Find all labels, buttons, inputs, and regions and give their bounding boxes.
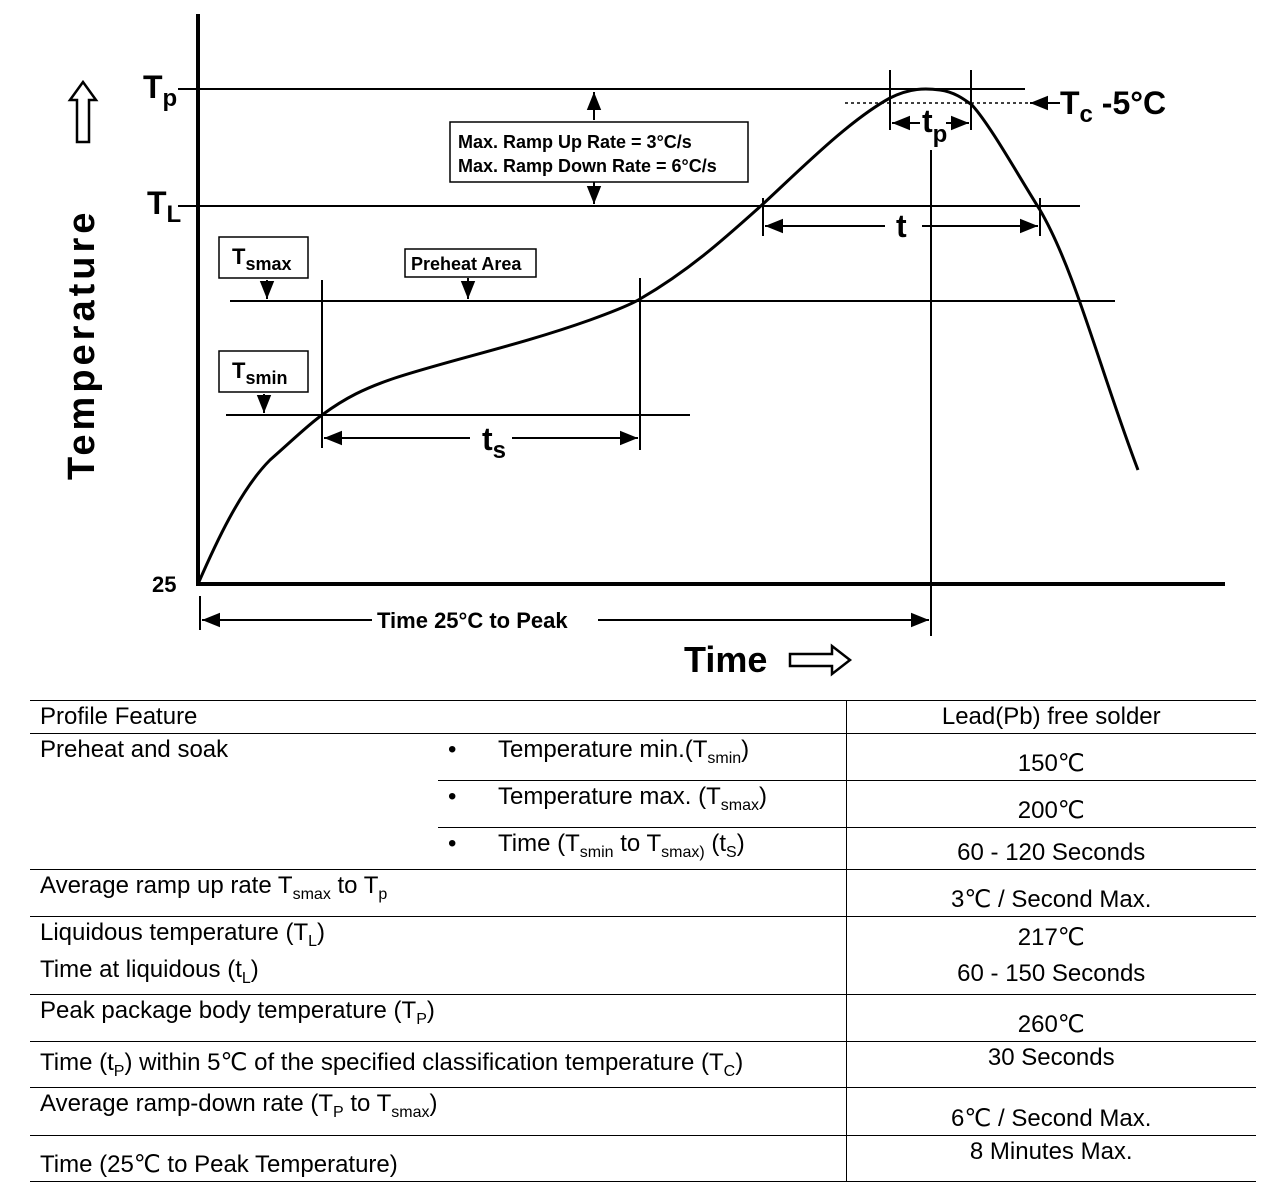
x-axis-arrow-icon [788, 643, 853, 677]
table-row: Time (25℃ to Peak Temperature) 8 Minutes… [30, 1135, 1256, 1183]
preheat-tmax: •Temperature max. (Tsmax) [438, 780, 846, 828]
preheat-area-label: Preheat Area [411, 254, 522, 274]
preheat-tmin: •Temperature min.(Tsmin) [438, 733, 846, 781]
ramp-up-feature: Average ramp up rate Tsmax to Tp [30, 868, 846, 917]
peak-feature: Peak package body temperature (TP) [30, 994, 846, 1042]
preheat-tmax-value: 200℃ [845, 780, 1256, 828]
reflow-profile-diagram: Temperature Time 25 Tp TL Tc -5°C Max. R… [61, 14, 1225, 680]
ramp-down-value: 6℃ / Second Max. [845, 1087, 1256, 1136]
table-row: Preheat and soak •Temperature min.(Tsmin… [30, 733, 1256, 870]
time-to-peak-label: Time 25°C to Peak [377, 608, 568, 633]
ramp-rate-box [449, 121, 749, 183]
peak-value: 260℃ [845, 994, 1256, 1042]
ts-label: ts [482, 421, 506, 464]
y-axis-label: Temperature [61, 209, 103, 480]
x-axis-label: Time [684, 639, 767, 680]
ramp-up-text: Max. Ramp Up Rate = 3°C/s [458, 132, 692, 152]
table-row: Time (tP) within 5℃ of the specified cla… [30, 1041, 1256, 1088]
ramp-up-value: 3℃ / Second Max. [845, 868, 1256, 917]
y-axis-arrow-icon [67, 79, 99, 144]
tl-label: TL [147, 185, 181, 228]
t-label: t [896, 208, 907, 244]
ramp-down-feature: Average ramp-down rate (TP to Tsmax) [30, 1087, 846, 1136]
table-row: Peak package body temperature (TP) 260℃ [30, 994, 1256, 1042]
table-row: Average ramp-down rate (TP to Tsmax) 6℃ … [30, 1087, 1256, 1136]
tsmax-label: Tsmax [232, 244, 292, 274]
tsmin-label: Tsmin [232, 358, 287, 388]
time-within-value: 30 Seconds [845, 1041, 1256, 1088]
time-peak-feature: Time (25℃ to Peak Temperature) [30, 1135, 846, 1183]
table-row: •Temperature max. (Tsmax) 200℃ [30, 780, 1256, 828]
ramp-down-text: Max. Ramp Down Rate = 6°C/s [458, 156, 717, 176]
liquidous-temp-value: 217℃ [1017, 924, 1085, 952]
table-row: Liquidous temperature (TL) Time at liqui… [30, 915, 1256, 995]
liquidous-values: 217℃ 60 - 150 Seconds [845, 915, 1256, 995]
preheat-time-value: 60 - 120 Seconds [845, 827, 1256, 870]
tsmin-box [218, 350, 309, 393]
header-feature: Profile Feature [30, 700, 846, 734]
reflow-spec-table: Profile Feature Lead(Pb) free solder Pre… [30, 700, 1256, 1183]
liquidous-feature: Liquidous temperature (TL) Time at liqui… [30, 915, 846, 995]
table-row: Average ramp up rate Tsmax to Tp 3℃ / Se… [30, 868, 1256, 917]
table-header-row: Profile Feature Lead(Pb) free solder [30, 700, 1256, 734]
preheat-label: Preheat and soak [30, 733, 438, 870]
time-peak-value: 8 Minutes Max. [845, 1135, 1256, 1183]
reflow-profile-curve [196, 87, 1140, 585]
table-row: •Time (Tsmin to Tsmax) (tS) 60 - 120 Sec… [30, 827, 1256, 870]
tp-time-label: tp [922, 103, 947, 148]
preheat-time: •Time (Tsmin to Tsmax) (tS) [438, 827, 846, 870]
origin-label: 25 [152, 572, 176, 597]
liquidous-time-value: 60 - 150 Seconds [957, 960, 1146, 988]
preheat-area-box [404, 248, 537, 278]
header-value: Lead(Pb) free solder [845, 700, 1256, 734]
tsmax-box [218, 236, 309, 279]
tp-label: Tp [143, 69, 177, 112]
time-within-feature: Time (tP) within 5℃ of the specified cla… [30, 1041, 846, 1088]
tc-label: Tc -5°C [1060, 85, 1166, 128]
preheat-tmin-value: 150℃ [845, 733, 1256, 781]
